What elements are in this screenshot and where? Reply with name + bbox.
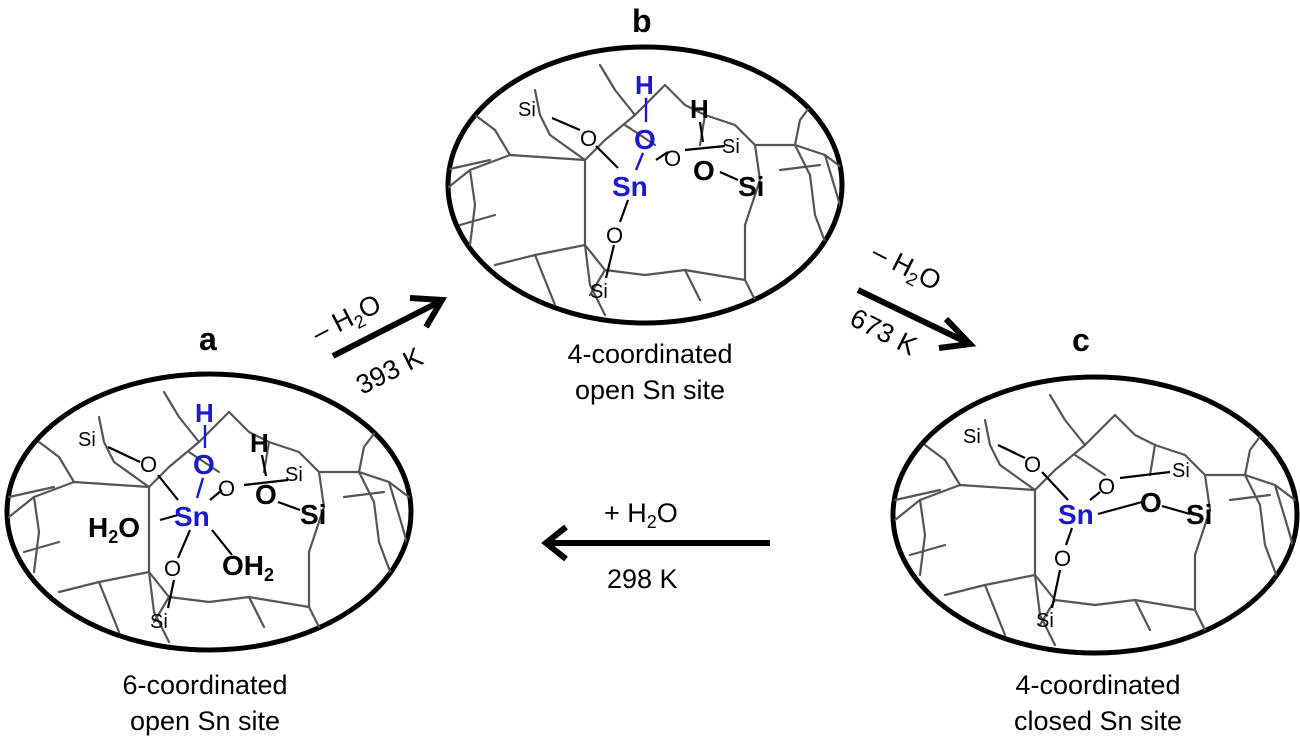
o-atom: O [1054,546,1071,571]
si-atom: Si [1036,610,1054,632]
arrow-c-to-a: + H2O 298 K [541,498,770,594]
sn-atom: Sn [612,171,648,202]
o-atom: O [255,479,277,510]
o-atom-blue: O [634,124,656,155]
o-atom: O [1140,487,1162,518]
sn-atom: Sn [1058,499,1094,530]
h-atom-blue: H [195,398,214,428]
si-atom: Si [738,171,764,202]
sn-atom: Sn [174,501,210,532]
si-atom: Si [963,426,981,448]
water-ligand-right: OH2 [222,550,274,585]
water-ligand-left: H2O [88,512,140,547]
arrow-c-to-a-top-label: + H2O [604,498,678,532]
panel-a-caption-line1: 6-coordinated [122,670,287,700]
panel-b-cage [445,44,845,326]
o-atom: O [140,452,157,477]
panel-c: Si O O Si O Si Sn O Si c 4-coordinated c… [890,322,1300,736]
h-atom: H [690,94,709,124]
panel-c-letter: c [1072,322,1090,358]
o-atom: O [1098,474,1115,499]
h-atom: H [250,428,269,458]
panel-c-cage [890,374,1300,656]
o-atom: O [580,126,597,151]
o-atom: O [693,155,715,186]
o-atom-blue: O [193,449,215,480]
o-atom: O [218,476,235,501]
si-atom: Si [1172,460,1190,482]
o-atom: O [164,556,181,581]
panel-b-caption-line2: open Sn site [575,375,725,405]
arrow-b-to-c-bottom-label: 673 K [845,303,921,362]
panel-a-caption-line2: open Sn site [130,706,280,736]
panel-b: Si O H O O H Si O Si Sn O Si b 4-coordin… [445,3,845,405]
si-atom: Si [722,136,740,158]
si-atom: Si [300,499,326,530]
arrow-c-to-a-bottom-label: 298 K [607,564,678,594]
si-atom: Si [518,99,536,121]
si-atom: Si [1186,499,1212,530]
si-atom: Si [285,464,303,486]
si-atom: Si [590,281,608,303]
panel-b-caption-line1: 4-coordinated [567,339,732,369]
panel-b-letter: b [632,3,652,39]
panel-a-letter: a [199,321,217,357]
panel-c-caption-line2: closed Sn site [1014,706,1182,736]
arrow-a-to-b: – H2O 393 K [307,288,448,401]
o-atom: O [1024,452,1041,477]
arrow-a-to-b-bottom-label: 393 K [351,342,427,401]
si-atom: Si [78,429,96,451]
arrow-a-to-b-top-label: – H2O [307,288,388,351]
o-atom: O [606,223,623,248]
panel-a: Si O H O O H Si O Si Sn H2O OH2 O Si a 6… [4,321,414,736]
arrow-b-to-c-top-label: – H2O [865,237,946,300]
h-atom-blue: H [635,70,654,100]
o-atom: O [664,146,681,171]
si-atom: Si [150,611,168,633]
arrow-b-to-c: – H2O 673 K [845,237,977,362]
panel-c-caption-line1: 4-coordinated [1015,670,1180,700]
